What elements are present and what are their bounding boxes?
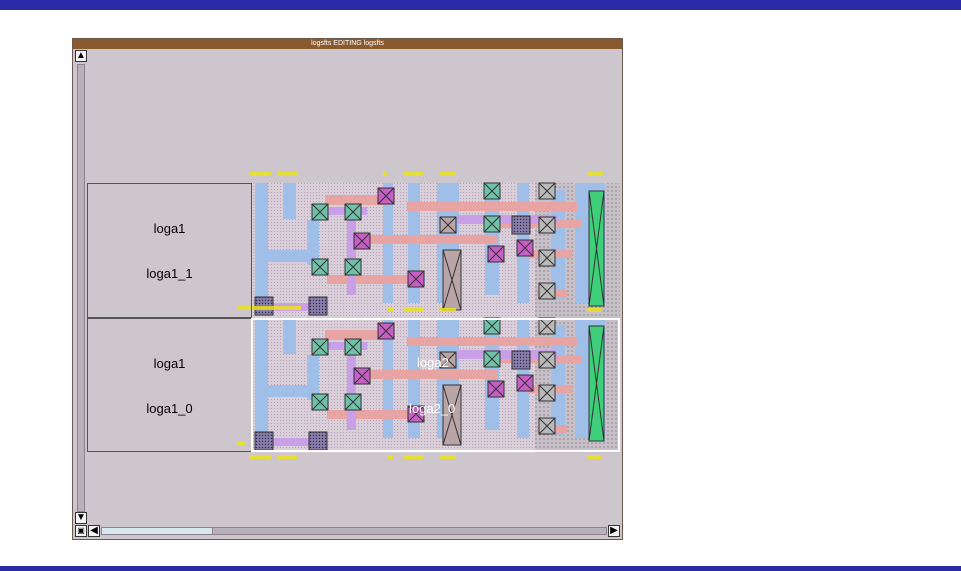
layout-canvas[interactable]: loga1 loga1_1 loga1 loga1_0 loga2 loga2_… [87, 50, 620, 524]
scroll-up-arrow-icon[interactable]: ▲ [75, 50, 87, 62]
cell-instance-lower[interactable]: loga1 loga1_0 [87, 318, 252, 452]
top-accent-bar [0, 0, 961, 10]
scroll-down-arrow-icon[interactable]: ▼ [75, 512, 87, 524]
layout-editor-window[interactable]: logsfts EDITING logsfts ▲ ▼ ▣ ◀ ▶ [72, 38, 623, 540]
vertical-scrollbar[interactable]: ▲ ▼ [75, 50, 87, 525]
vertical-scroll-track[interactable] [77, 64, 85, 512]
scroll-right-arrow-icon[interactable]: ▶ [608, 525, 620, 537]
selected-instance-type-name: loga2 [417, 355, 449, 370]
selected-instance-name: loga2_0 [409, 401, 456, 416]
horizontal-scrollbar[interactable]: ▣ ◀ ▶ [75, 525, 620, 537]
selected-instance-outline[interactable]: loga2 loga2_0 [251, 318, 620, 452]
window-title[interactable]: logsfts EDITING logsfts [73, 39, 622, 49]
cell-row-upper [237, 172, 605, 316]
cell-instance-name: loga1_1 [146, 266, 193, 281]
horizontal-scroll-thumb[interactable] [101, 527, 213, 535]
cell-row-lower [237, 317, 605, 459]
cell-instance-upper[interactable]: loga1 loga1_1 [87, 183, 252, 318]
cell-instance-name: loga1_0 [146, 401, 193, 416]
corner-box-icon[interactable]: ▣ [75, 525, 87, 537]
scroll-left-arrow-icon[interactable]: ◀ [88, 525, 100, 537]
cell-type-name: loga1 [153, 356, 186, 371]
bottom-accent-bar [0, 566, 961, 571]
cell-type-name: loga1 [153, 221, 186, 236]
